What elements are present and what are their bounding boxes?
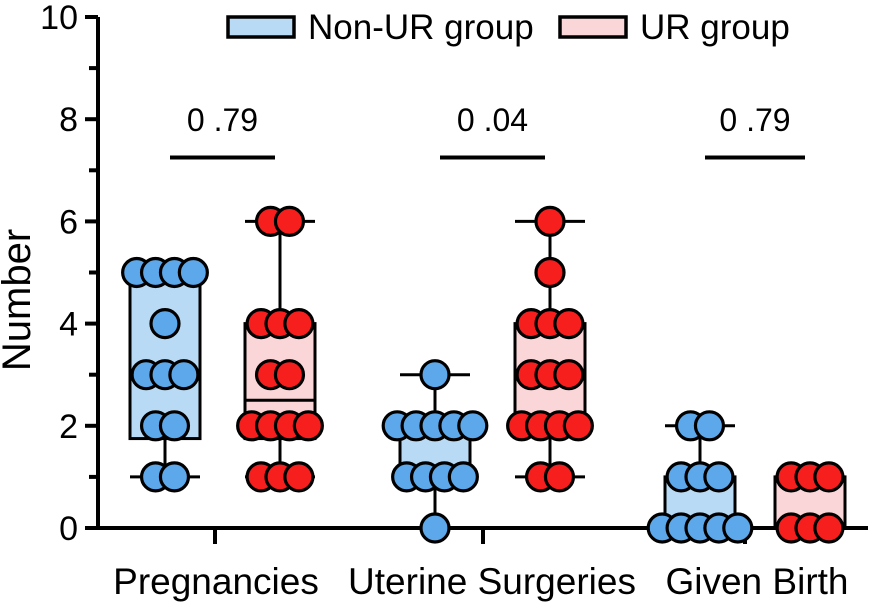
- uterine-surgeries-ur-data-point: [543, 461, 576, 493]
- given-birth-ur-box-group: [773, 461, 847, 544]
- pregnancies-ur-data-point: [283, 461, 315, 493]
- pregnancies-non-ur-data-point: [158, 410, 191, 442]
- y-tick-label: 10: [40, 0, 78, 37]
- pregnancies-ur-data-point: [292, 410, 324, 442]
- y-axis-title: Number: [0, 229, 39, 371]
- uterine-surgeries-non-ur-data-point: [419, 512, 451, 544]
- given-birth-ur-data-point: [813, 461, 845, 493]
- pvalue-label: 0 .04: [457, 102, 528, 138]
- y-tick-label: 2: [59, 408, 78, 446]
- y-tick-label: 8: [59, 101, 78, 139]
- pvalue-label: 0 .79: [719, 102, 790, 138]
- uterine-surgeries-ur-data-point: [553, 359, 585, 391]
- given-birth-ur-data-point: [813, 512, 845, 544]
- uterine-surgeries-ur-data-point: [562, 410, 594, 442]
- uterine-surgeries-non-ur-data-point: [457, 410, 489, 442]
- uterine-surgeries-non-ur-data-point: [419, 359, 451, 391]
- legend-label: UR group: [640, 8, 790, 47]
- uterine-surgeries-ur-data-point: [553, 308, 585, 340]
- uterine-surgeries-ur-box-group: [506, 205, 594, 493]
- pregnancies-ur-data-point: [273, 205, 306, 237]
- given-birth-non-ur-data-point: [722, 512, 754, 544]
- legend-label: Non-UR group: [308, 8, 534, 47]
- pregnancies-ur-data-point: [273, 359, 306, 391]
- pregnancies-non-ur-data-point: [158, 461, 191, 493]
- uterine-surgeries-non-ur-data-point: [447, 461, 479, 493]
- y-tick-label: 4: [59, 306, 78, 344]
- given-birth-non-ur-data-point: [693, 410, 726, 442]
- pvalue-label: 0 .79: [187, 102, 258, 138]
- x-category-label: Pregnancies: [113, 561, 319, 602]
- pregnancies-non-ur-data-point: [168, 359, 200, 391]
- x-category-label: Given Birth: [665, 561, 848, 602]
- given-birth-non-ur-data-point: [703, 461, 735, 493]
- legend-swatch: [558, 15, 628, 39]
- pregnancies-non-ur-data-point: [177, 256, 209, 289]
- uterine-surgeries-non-ur-box-group: [381, 359, 489, 544]
- y-tick-label: 0: [59, 510, 78, 548]
- pregnancies-non-ur-data-point: [149, 308, 181, 340]
- legend-swatch: [226, 15, 296, 39]
- pregnancies-ur-data-point: [283, 308, 315, 340]
- given-birth-non-ur-box-group: [646, 410, 754, 544]
- uterine-surgeries-ur-data-point: [534, 205, 566, 237]
- y-tick-label: 6: [59, 203, 78, 241]
- uterine-surgeries-ur-data-point: [534, 256, 566, 289]
- pregnancies-ur-box-group: [236, 205, 324, 493]
- pregnancies-non-ur-box-group: [121, 256, 209, 493]
- x-category-label: Uterine Surgeries: [348, 561, 636, 602]
